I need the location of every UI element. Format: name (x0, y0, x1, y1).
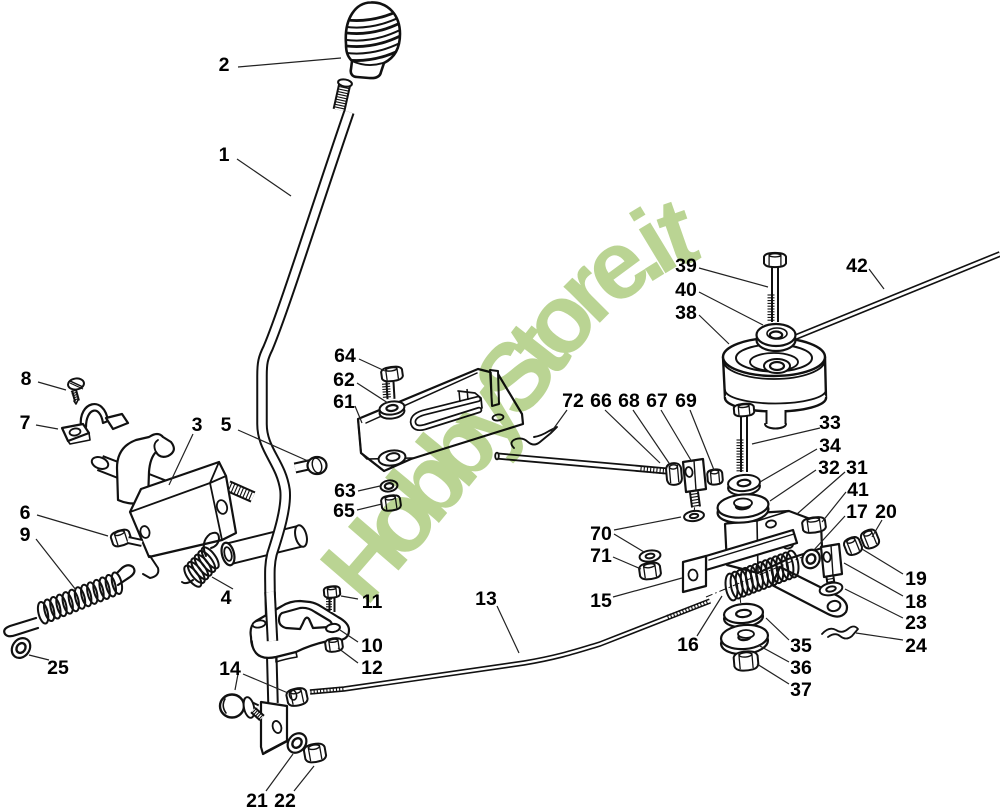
svg-text:20: 20 (875, 501, 897, 523)
svg-text:69: 69 (675, 390, 697, 412)
svg-text:37: 37 (790, 679, 812, 701)
svg-text:9: 9 (20, 524, 31, 546)
svg-text:66: 66 (590, 390, 612, 412)
svg-text:14: 14 (219, 658, 241, 680)
svg-text:34: 34 (819, 435, 841, 457)
svg-text:5: 5 (221, 414, 232, 436)
svg-text:22: 22 (274, 790, 296, 811)
svg-text:6: 6 (20, 502, 31, 524)
svg-text:10: 10 (361, 635, 383, 657)
svg-text:1: 1 (219, 144, 230, 166)
svg-text:21: 21 (246, 790, 268, 811)
svg-text:24: 24 (905, 635, 927, 657)
svg-text:18: 18 (905, 591, 927, 613)
svg-text:12: 12 (361, 657, 383, 679)
svg-text:40: 40 (675, 279, 697, 301)
svg-text:36: 36 (790, 657, 812, 679)
svg-text:64: 64 (334, 345, 356, 367)
svg-text:17: 17 (846, 501, 868, 523)
svg-text:15: 15 (590, 590, 612, 612)
svg-text:7: 7 (20, 412, 31, 434)
svg-text:25: 25 (47, 657, 69, 679)
svg-text:19: 19 (905, 568, 927, 590)
svg-text:39: 39 (675, 255, 697, 277)
svg-text:4: 4 (221, 587, 232, 609)
svg-text:33: 33 (819, 412, 841, 434)
svg-text:16: 16 (677, 634, 699, 656)
svg-text:3: 3 (192, 414, 203, 436)
svg-text:67: 67 (646, 390, 668, 412)
svg-text:41: 41 (847, 479, 869, 501)
svg-text:8: 8 (21, 368, 32, 390)
svg-text:31: 31 (846, 457, 868, 479)
svg-text:2: 2 (219, 54, 230, 76)
svg-text:65: 65 (333, 500, 355, 522)
svg-text:32: 32 (818, 457, 840, 479)
svg-text:72: 72 (562, 390, 584, 412)
svg-text:23: 23 (905, 612, 927, 634)
svg-text:11: 11 (362, 591, 383, 613)
svg-text:63: 63 (334, 480, 356, 502)
svg-text:42: 42 (846, 255, 868, 277)
svg-text:62: 62 (333, 369, 355, 391)
svg-text:35: 35 (790, 635, 812, 657)
svg-text:70: 70 (590, 523, 612, 545)
svg-text:13: 13 (475, 588, 497, 610)
svg-text:38: 38 (675, 302, 697, 324)
svg-text:71: 71 (590, 545, 612, 567)
svg-text:68: 68 (618, 390, 640, 412)
svg-text:61: 61 (333, 391, 355, 413)
